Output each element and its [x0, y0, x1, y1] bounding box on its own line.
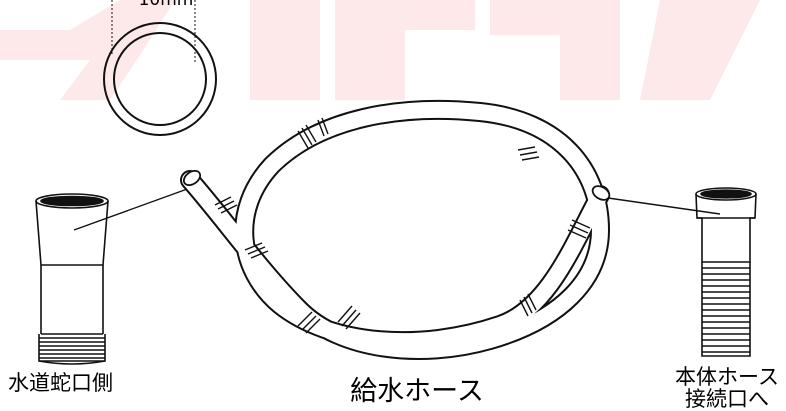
hose-bands: [214, 117, 591, 334]
ring-outer: [103, 22, 217, 136]
faucet-fitting: [35, 193, 109, 365]
faucet-side-label: 水道蛇口側: [8, 371, 113, 395]
hose-name-label: 給水ホース: [350, 376, 484, 407]
body-leader-line: [607, 197, 721, 215]
body-side-label-line1: 本体ホース: [675, 365, 779, 389]
hose-coil: [180, 99, 611, 360]
watermark: [0, 0, 760, 100]
body-fitting: [695, 187, 757, 357]
ring-inner: [113, 32, 207, 126]
body-side-label-line2: 接続口へ: [685, 387, 769, 411]
faucet-leader-line: [73, 187, 191, 231]
diameter-label: 10mm: [139, 0, 194, 10]
hose-cross-section: 10mm: [103, 0, 217, 136]
